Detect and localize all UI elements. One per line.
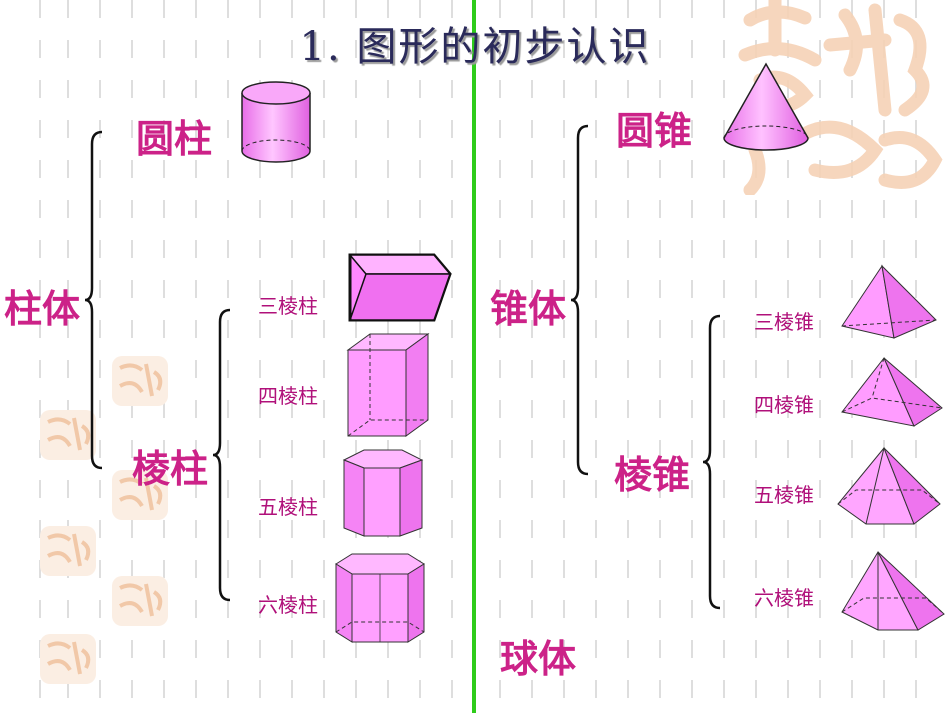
label-triangular-prism: 三棱柱 [258, 294, 318, 318]
label-prism: 棱柱 [132, 447, 209, 491]
brace-zhuti [84, 130, 103, 470]
label-cylinder: 圆柱 [136, 117, 213, 161]
brace-pyramid [702, 314, 721, 610]
cone-shape [723, 62, 809, 151]
label-hexagonal-pyramid: 六棱锥 [754, 586, 814, 610]
label-hexagonal-prism: 六棱柱 [258, 593, 318, 617]
square-prism-shape [346, 333, 430, 437]
hexagonal-prism-shape [335, 553, 425, 643]
decorative-seal-small [40, 526, 96, 576]
label-triangular-pyramid: 三棱锥 [754, 310, 814, 334]
decorative-seal-large [738, 0, 943, 195]
decorative-seal-small [112, 356, 168, 406]
center-divider [472, 0, 476, 713]
decorative-seal-small [40, 410, 96, 460]
hexagonal-pyramid-shape [841, 550, 945, 631]
label-zhuti: 柱体 [4, 287, 81, 331]
label-pentagonal-prism: 五棱柱 [258, 495, 318, 519]
cylinder-shape [241, 81, 311, 163]
decorative-seal-small [112, 470, 168, 520]
brace-zhuiti [570, 124, 589, 476]
label-square-prism: 四棱柱 [258, 384, 318, 408]
label-pentagonal-pyramid: 五棱锥 [754, 483, 814, 507]
pentagonal-prism-shape [342, 449, 424, 537]
label-pyramid: 棱锥 [614, 453, 691, 497]
label-square-pyramid: 四棱锥 [754, 393, 814, 417]
triangular-pyramid-shape [841, 264, 937, 339]
square-pyramid-shape [841, 357, 943, 427]
label-zhuiti: 锥体 [490, 287, 567, 331]
page-title: 1. 图形的初步认识 [299, 24, 651, 70]
triangular-prism-shape [348, 253, 452, 322]
decorative-seal-small [40, 634, 96, 684]
pentagonal-pyramid-shape [837, 447, 941, 525]
label-sphere: 球体 [500, 637, 577, 681]
decorative-seal-small [112, 576, 168, 626]
label-cone: 圆锥 [616, 109, 693, 153]
brace-prism [212, 308, 231, 602]
